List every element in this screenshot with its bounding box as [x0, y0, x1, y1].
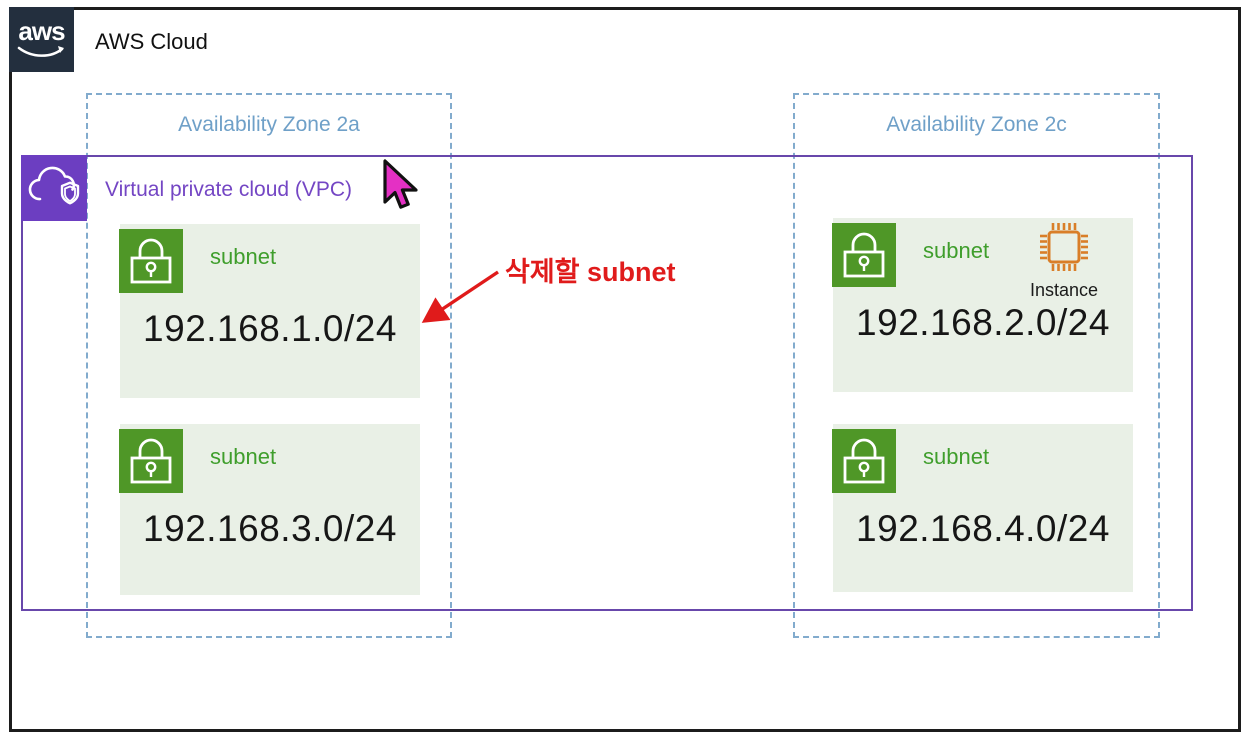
availability-zone-2a-box: Availability Zone 2a [86, 93, 452, 638]
mouse-cursor-icon [383, 159, 418, 209]
aws-logo: aws [9, 7, 74, 72]
availability-zone-2c-box: Availability Zone 2c [793, 93, 1160, 638]
subnet-label: subnet [210, 244, 277, 269]
vpc-label: Virtual private cloud (VPC) [105, 178, 353, 201]
availability-zone-2c-label: Availability Zone 2c [886, 113, 1067, 136]
subnet-box-192-168-3-0: subnet 192.168.3.0/24 [119, 424, 420, 595]
subnet-cidr: 192.168.3.0/24 [143, 508, 397, 549]
subnet-label: subnet [923, 444, 990, 469]
subnet-lock-icon [119, 429, 183, 493]
availability-zone-2a-label: Availability Zone 2a [178, 113, 360, 136]
subnet-label: subnet [210, 444, 277, 469]
instance: Instance [1014, 220, 1114, 301]
aws-cloud-title: AWS Cloud [95, 29, 208, 54]
subnet-cidr: 192.168.4.0/24 [856, 508, 1110, 549]
delete-subnet-annotation: 삭제할 subnet [505, 257, 676, 287]
vpc-box [21, 155, 1193, 611]
aws-smile-icon [17, 46, 64, 57]
subnet-label: subnet [923, 238, 990, 263]
instance-chip-icon [1040, 223, 1088, 271]
subnet-cidr: 192.168.1.0/24 [143, 308, 397, 349]
aws-logo-text: aws [18, 16, 65, 46]
subnet-cidr: 192.168.2.0/24 [856, 302, 1110, 343]
subnet-lock-icon [119, 229, 183, 293]
subnet-box-192-168-2-0: subnet Instance 192.168.2.0/24 [832, 218, 1133, 392]
annotation-arrow-icon [421, 270, 499, 323]
subnet-box-192-168-4-0: subnet 192.168.4.0/24 [832, 424, 1133, 592]
instance-label: Instance [1029, 280, 1099, 300]
subnet-lock-icon [832, 223, 896, 287]
subnet-lock-icon [832, 429, 896, 493]
subnet-box-192-168-1-0: subnet 192.168.1.0/24 [119, 224, 420, 398]
vpc-cloud-shield-icon [21, 155, 87, 221]
